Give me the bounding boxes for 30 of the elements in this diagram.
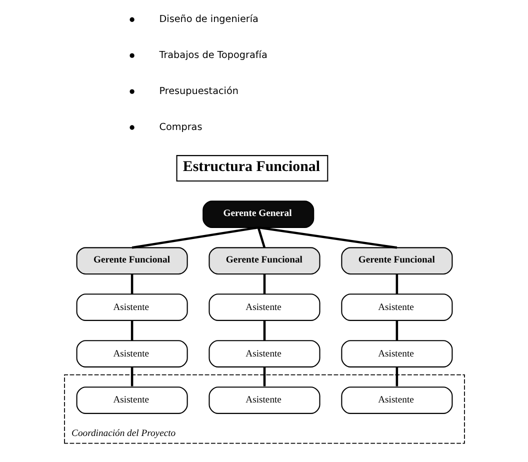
- connector: [395, 274, 398, 294]
- connector: [395, 320, 398, 341]
- node-box: Asistente: [208, 294, 320, 321]
- connector: [262, 366, 266, 386]
- connector: [395, 366, 398, 386]
- connector: [131, 226, 258, 249]
- connector: [130, 274, 133, 294]
- connector: [256, 227, 266, 248]
- label: Trabajos de Topografía: [158, 50, 267, 62]
- connector: [262, 274, 266, 294]
- node-box: Asistente: [340, 340, 452, 368]
- node-box: Gerente Funcional: [340, 247, 452, 274]
- label: Diseño de ingeniería: [158, 14, 258, 26]
- node-box: Gerente General: [202, 200, 314, 228]
- node-box: Asistente: [208, 340, 320, 368]
- connector: [130, 320, 133, 341]
- node-box: Asistente: [76, 386, 188, 414]
- label: Compras: [158, 122, 202, 133]
- node-box: Asistente: [340, 294, 452, 321]
- connector: [130, 366, 133, 386]
- connector: [262, 320, 266, 341]
- connector: [258, 226, 397, 249]
- node-box: Asistente: [76, 340, 188, 368]
- node-box: Gerente Funcional: [76, 247, 188, 274]
- node-box: Asistente: [340, 386, 452, 414]
- node-box: Estructura Funcional: [176, 155, 328, 182]
- node-box: Gerente Funcional: [208, 247, 320, 274]
- node-box: Asistente: [76, 294, 188, 321]
- node-box: Asistente: [208, 386, 320, 414]
- label: Presupuestación: [158, 86, 238, 97]
